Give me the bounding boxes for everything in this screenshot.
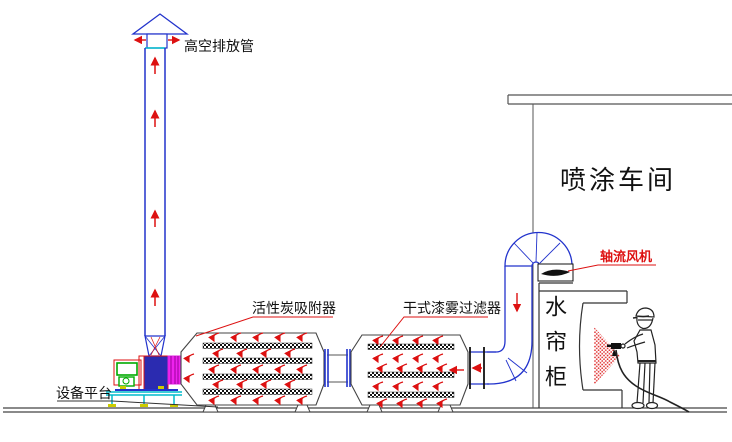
exhaust-fan-unit (113, 335, 182, 391)
axial-fan-icon (541, 269, 570, 276)
dry-filter-box (350, 334, 469, 413)
filter-layers (367, 343, 455, 398)
dry-filter-label: 干式漆雾过滤器 (403, 301, 501, 317)
spray-gun-icon (607, 343, 621, 356)
workshop-duct (469, 231, 574, 389)
water-curtain-cabinet (538, 282, 628, 408)
air-hose (615, 349, 690, 413)
carbon-adsorber-box (180, 333, 325, 413)
exhaust-stack (131, 13, 189, 336)
ground-line (3, 407, 727, 413)
carbon-adsorber-label: 活性炭吸附器 (252, 301, 336, 317)
stack-label: 高空排放管 (184, 39, 254, 55)
motor-icon (116, 362, 138, 376)
flex-connector (167, 355, 182, 385)
workshop-label: 喷涂车间 (560, 166, 677, 195)
worker-torso (633, 329, 657, 364)
stack-cap-icon (131, 13, 189, 35)
carbon-layers (202, 342, 313, 395)
worker-head (636, 316, 654, 330)
workshop-roof (507, 94, 732, 105)
fan-housing (143, 355, 169, 391)
connecting-duct (324, 349, 351, 387)
leader-lines (57, 264, 656, 408)
worker-cap (635, 307, 655, 318)
water-curtain-label: 水帘柜 (542, 295, 567, 400)
platform-label: 设备平台 (56, 386, 112, 402)
platform-feet (108, 404, 178, 407)
worker-figure (607, 307, 690, 413)
axial-fan-label: 轴流风机 (600, 250, 653, 265)
spray-mist (594, 327, 620, 385)
equipment-platform (106, 391, 182, 404)
